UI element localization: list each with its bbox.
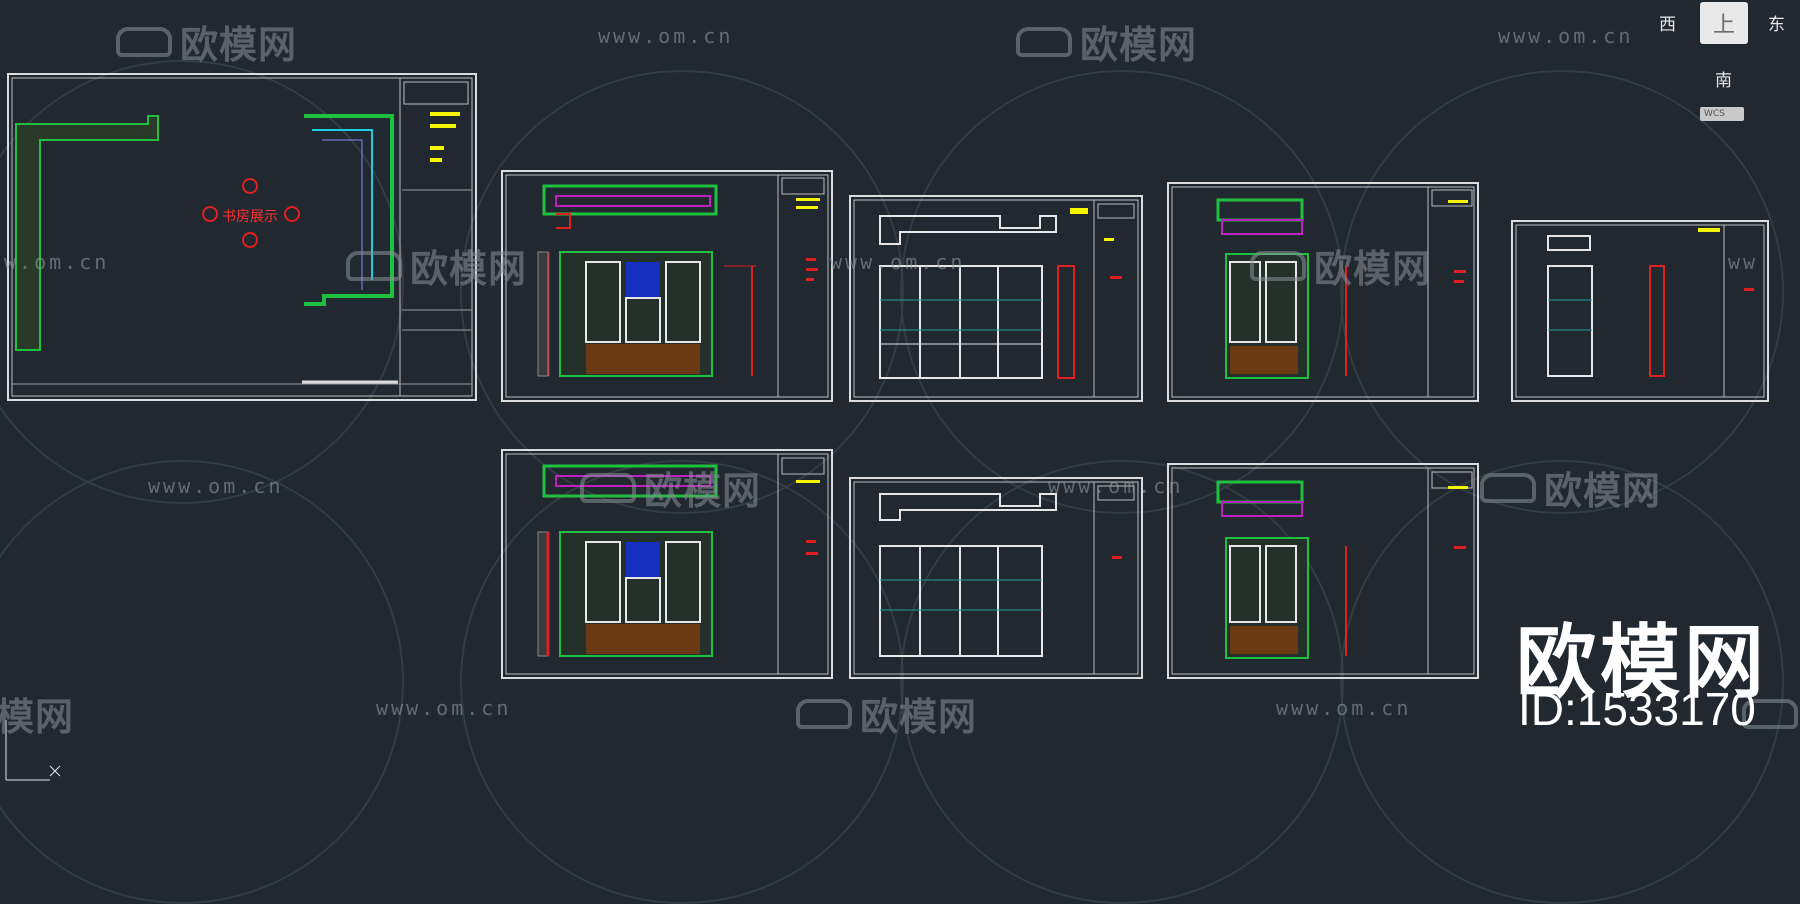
sheet-elevation-a	[501, 170, 833, 402]
watermark-logo: 欧模网	[796, 686, 977, 741]
sheet-section-a	[849, 195, 1143, 402]
sheet-floor-plan	[7, 73, 477, 401]
watermark-url: www.om.cn	[376, 696, 512, 720]
watermark-url: www.om.cn	[1276, 696, 1412, 720]
watermark-logo-partial: 欧	[1742, 686, 1800, 741]
watermark-url: www.om.cn	[598, 24, 734, 48]
watermark-logo: 欧模网	[1480, 460, 1661, 515]
sheet-section-b	[1511, 220, 1769, 402]
sheet-elevation-c	[501, 449, 833, 679]
cad-model-space[interactable]	[0, 0, 1800, 785]
watermark-url: www.om.cn	[830, 250, 966, 274]
wcs-menu-button[interactable]: WCS	[1700, 107, 1744, 121]
sofa-icon	[580, 472, 636, 503]
viewcube-south[interactable]: 南	[1715, 71, 1732, 91]
room-label: 书房展示	[222, 209, 278, 225]
watermark-url: www.om.cn	[148, 474, 284, 498]
viewcube-west[interactable]: 西	[1659, 15, 1676, 35]
watermark-logo: 欧模网	[1250, 238, 1431, 293]
sofa-icon	[796, 698, 852, 729]
watermark-logo: 欧模网	[116, 14, 297, 69]
brand-logo-text: 欧模网	[1516, 616, 1768, 709]
watermark-url: w.om.cn	[4, 250, 110, 274]
sofa-icon	[1742, 698, 1798, 729]
watermark-url: www.om.cn	[1498, 24, 1634, 48]
watermark-url: ww	[1728, 250, 1759, 274]
sofa-icon	[116, 26, 172, 57]
ucs-icon	[5, 720, 61, 781]
watermark-logo: 欧模网	[1016, 14, 1197, 69]
viewcube-east[interactable]: 东	[1768, 15, 1785, 35]
sofa-icon	[1016, 26, 1072, 57]
watermark-logo-partial: 模网	[0, 695, 75, 739]
sofa-icon	[346, 250, 402, 281]
watermark-logo: 欧模网	[346, 238, 527, 293]
sheet-section-c	[849, 477, 1143, 679]
watermark-logo: 欧模网	[580, 460, 761, 515]
sheet-elevation-d	[1167, 463, 1479, 679]
brand-id-text: ID:1533170	[1518, 683, 1756, 735]
sofa-icon	[1250, 250, 1306, 281]
sofa-icon	[1480, 472, 1536, 503]
viewcube-top-face[interactable]: 上	[1700, 2, 1748, 44]
watermark-url: www.om.cn	[1048, 474, 1184, 498]
